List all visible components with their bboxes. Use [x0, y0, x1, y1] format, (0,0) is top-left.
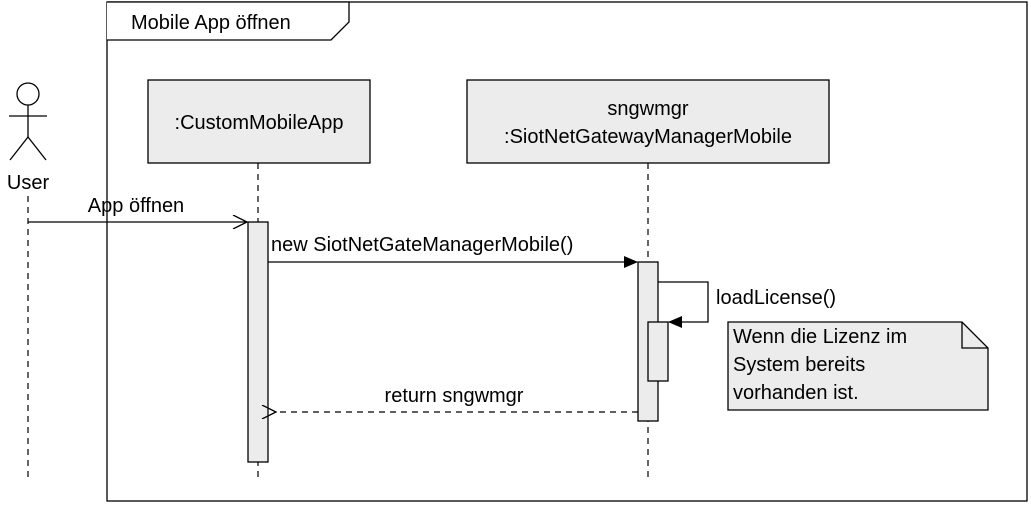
note-line-1: Wenn die Lizenz im [733, 326, 907, 348]
activation-load-license [647, 321, 669, 382]
user-actor-icon [9, 82, 47, 161]
note-line-2: System bereits [733, 354, 865, 376]
note-folded-corner [961, 322, 988, 349]
lifeline-2-type: :SiotNetGatewayManagerMobile [504, 126, 792, 148]
interaction-frame [106, 1, 1028, 502]
lifeline-2-name: sngwmgr [607, 98, 688, 120]
message-new-manager-label: new SiotNetGateManagerMobile() [271, 234, 573, 256]
frame-title-tab [107, 1, 350, 41]
message-return-label: return sngwmgr [385, 385, 524, 407]
message-load-license-arrow [658, 281, 709, 328]
note-box [727, 321, 989, 411]
lifeline-box-sngwmgr [466, 79, 830, 164]
message-app-oeffnen-label: App öffnen [88, 195, 184, 217]
lifeline-box-custom-mobile-app [147, 79, 371, 164]
note-line-3: vorhanden ist. [733, 382, 859, 404]
message-load-license-label: loadLicense() [716, 287, 836, 309]
frame-title: Mobile App öffnen [131, 12, 291, 34]
lifeline-1-label: :CustomMobileApp [175, 112, 344, 134]
activation-custom-mobile-app [247, 221, 269, 463]
actor-name: User [7, 172, 50, 194]
